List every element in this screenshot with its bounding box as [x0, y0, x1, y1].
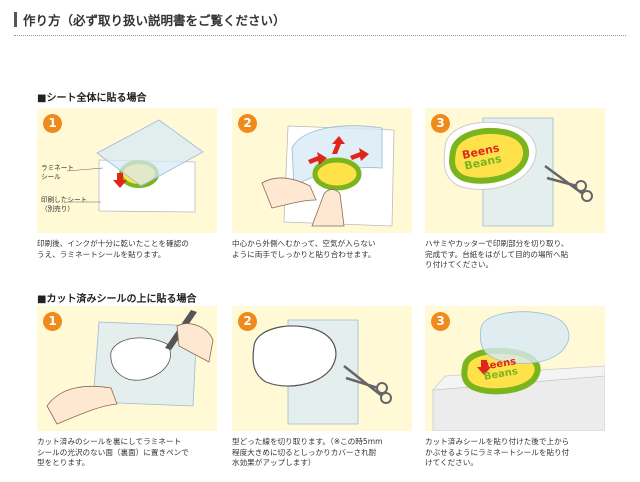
step-panel-2-3: 3 Beens Beans: [425, 306, 605, 431]
step-illustration-laminate-over-sheet: [66, 119, 204, 213]
step-caption-2-3: カット済みシールを貼り付けた後で上から かぶせるようにラミネートシールを貼り付 …: [425, 437, 570, 467]
label-printed-sheet: 印刷したシート （別売り）: [41, 196, 88, 213]
step-number-badge: 2: [238, 312, 257, 331]
step-number-badge: 1: [43, 312, 62, 331]
title-bar-marker: [14, 12, 17, 27]
step-illustration-cut-out: [443, 117, 593, 227]
step-illustration-cut-traced-shape: [252, 319, 392, 425]
step-caption-2-2: 型どった線を切り取ります。（※この時5mm 程度大きめに切るとしっかりカバーされ…: [232, 437, 383, 467]
step-number-badge: 2: [238, 114, 257, 133]
step-caption-2-1: カット済みのシールを裏にしてラミネート シールの光沢のない面（裏面）に置きペンで…: [37, 437, 189, 467]
step-panel-1-2: 2: [232, 108, 412, 233]
step-caption-1-1: 印刷後、インクが十分に乾いたことを確認の うえ、ラミネートシールを貼ります。: [37, 239, 189, 259]
step-illustration-trace-with-pen: [46, 310, 214, 425]
step-number-badge: 3: [431, 114, 450, 133]
label-laminate-seal: ラミネート シール: [41, 164, 74, 181]
step-number-badge: 1: [43, 114, 62, 133]
step-caption-1-3: ハサミやカッターで印刷部分を切り取り、 完成です。台紙をはがして目的の場所へ貼 …: [425, 239, 569, 269]
step-number-badge: 3: [431, 312, 450, 331]
step-panel-1-1: 1 ラミネート シール 印刷したシート （別売り）: [37, 108, 217, 233]
step-illustration-cover-with-laminate: [432, 311, 605, 431]
title-divider: [14, 35, 626, 36]
step-caption-1-2: 中心から外側へむかって、空気が入らない ように両手でしっかりと貼り合わせます。: [232, 239, 376, 259]
section-heading-precut-seal: ■カット済みシールの上に貼る場合: [37, 294, 197, 305]
page-title-text: 作り方（必ず取り扱い説明書をご覧ください）: [23, 13, 286, 28]
page-title: 作り方（必ず取り扱い説明書をご覧ください）: [14, 10, 286, 29]
step-illustration-smooth-with-hands: [261, 125, 395, 227]
section-heading-full-sheet: ■シート全体に貼る場合: [37, 93, 147, 104]
step-panel-2-2: 2: [232, 306, 412, 431]
step-panel-1-3: 3 Beens Beans: [425, 108, 605, 233]
step-panel-2-1: 1: [37, 306, 217, 431]
